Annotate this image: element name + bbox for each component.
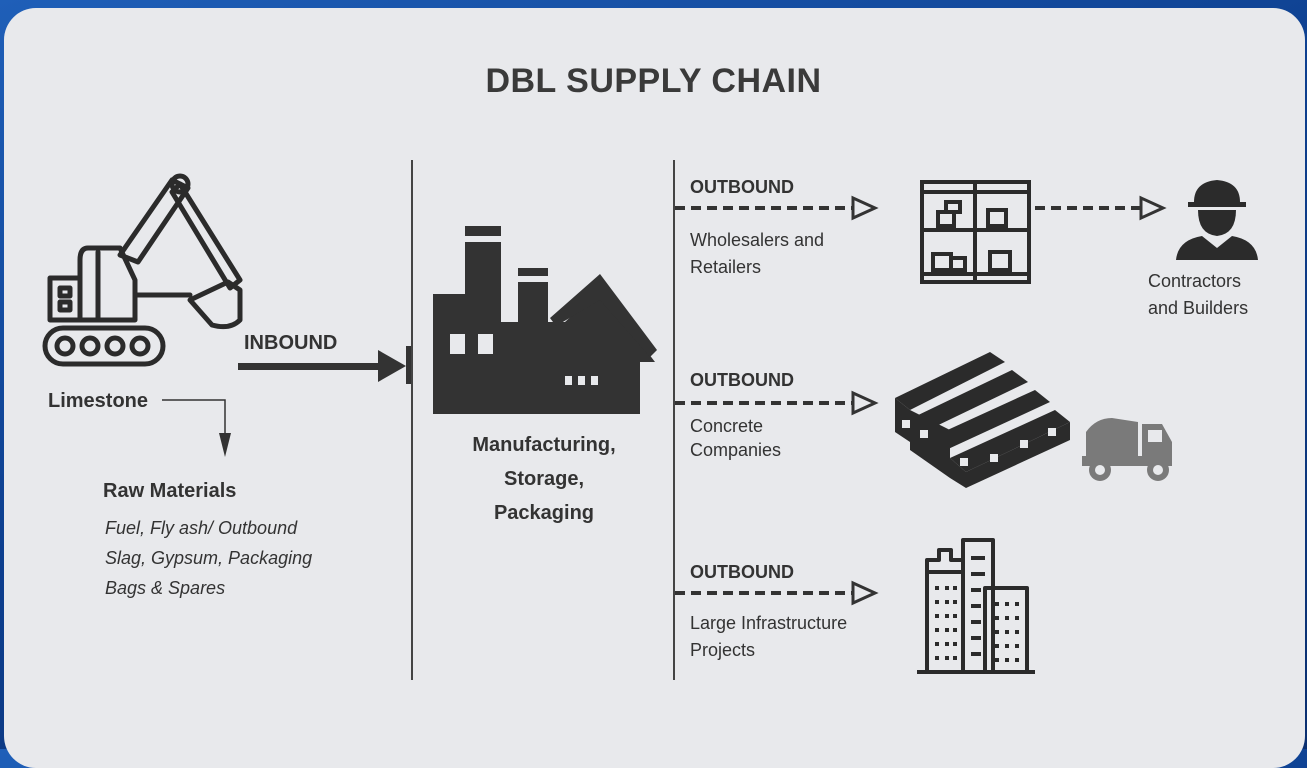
limestone-connector — [162, 399, 231, 457]
buildings-icon — [917, 538, 1035, 674]
diagram-card — [4, 8, 1305, 768]
inbound-arrow — [238, 346, 411, 384]
plant-label-line: Storage, — [503, 468, 585, 490]
left-divider — [411, 160, 413, 680]
raw-materials-list: Fuel, Fly ash/ Outbound Slag, Gypsum, Pa… — [105, 513, 312, 603]
concrete-label: Concrete Companies — [690, 414, 781, 462]
wholesalers-line: Retailers — [690, 257, 762, 277]
warehouse-shelves-icon — [920, 180, 1031, 284]
raw-materials-line: Fuel, Fly ash/ Outbound — [105, 518, 298, 538]
contractors-label: Contractors and Builders — [1148, 268, 1248, 322]
right-divider — [673, 160, 675, 680]
mixer-truck-icon — [1082, 418, 1172, 481]
plant-label: Manufacturing, Storage, Packaging — [430, 428, 658, 530]
infrastructure-line: Large Infrastructure — [690, 613, 848, 633]
concrete-line: Concrete — [690, 416, 764, 436]
factory-icon — [433, 226, 657, 414]
plant-label-line: Manufacturing, — [472, 434, 616, 456]
inbound-label: INBOUND — [244, 332, 338, 354]
raw-materials-line: Bags & Spares — [105, 578, 226, 598]
contractors-line: and Builders — [1148, 298, 1249, 318]
excavator-icon — [42, 173, 243, 367]
outbound-label-wholesalers: OUTBOUND — [690, 177, 794, 197]
wholesalers-line: Wholesalers and — [690, 230, 825, 250]
wholesalers-label: Wholesalers and Retailers — [690, 227, 824, 281]
cement-plant-icon — [895, 352, 1070, 488]
raw-materials-line: Slag, Gypsum, Packaging — [105, 548, 313, 568]
outbound-arrow-builders — [1035, 195, 1167, 221]
infrastructure-line: Projects — [690, 640, 756, 660]
worker-icon — [1176, 180, 1258, 260]
limestone-label: Limestone — [48, 390, 149, 412]
outbound-label-concrete: OUTBOUND — [690, 370, 794, 390]
outbound-label-infrastructure: OUTBOUND — [690, 562, 794, 582]
outbound-arrow-wholesalers — [675, 195, 879, 221]
outbound-arrow-concrete — [675, 390, 879, 416]
plant-label-line: Packaging — [493, 502, 595, 524]
concrete-line: Companies — [690, 440, 782, 460]
raw-materials-heading: Raw Materials — [103, 480, 237, 502]
outbound-arrow-infrastructure — [675, 580, 879, 606]
page-title: DBL SUPPLY CHAIN — [485, 62, 822, 100]
infrastructure-label: Large Infrastructure Projects — [690, 610, 847, 664]
contractors-line: Contractors — [1148, 271, 1242, 291]
